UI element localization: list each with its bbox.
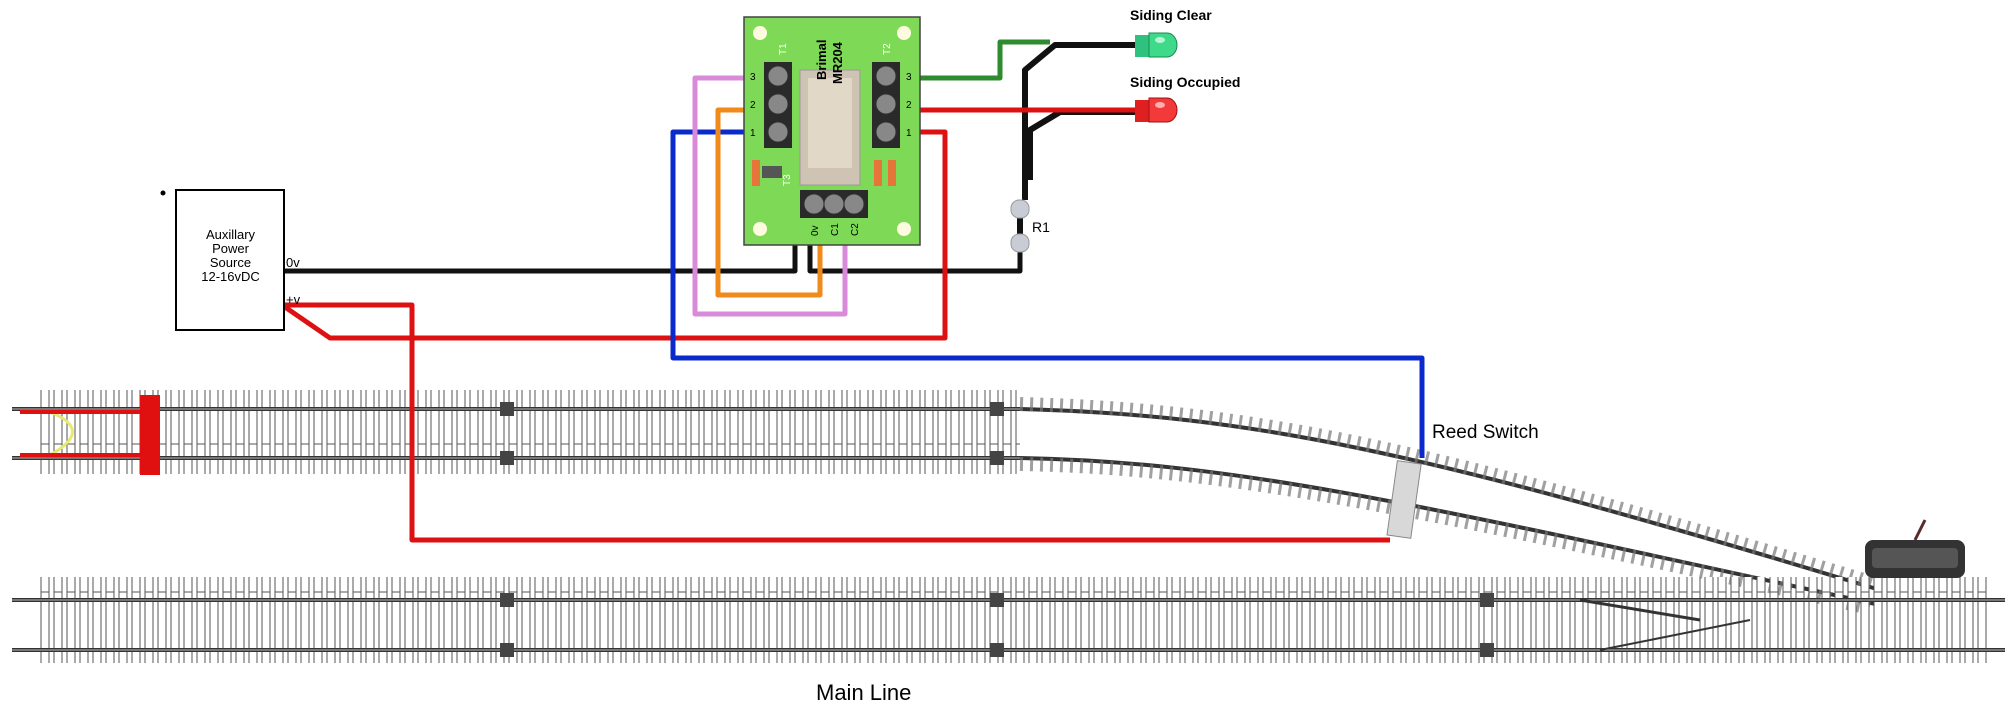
board-brand: Brimal <box>814 40 829 80</box>
r1-label: R1 <box>1032 219 1050 235</box>
power-source-line-2: Power <box>212 241 249 256</box>
board-pin-c1: C1 <box>830 223 841 236</box>
board-left-pin-1: 1 <box>750 128 756 139</box>
board-right-pin-3: 3 <box>906 72 912 83</box>
siding-track <box>12 390 1883 617</box>
point-motor <box>1865 519 1965 578</box>
power-terminal-positive: +v <box>286 292 301 307</box>
power-source-line-1: Auxillary <box>205 227 256 242</box>
siding-occupied-label: Siding Occupied <box>1130 74 1241 90</box>
power-terminal-0v: 0v <box>286 255 300 270</box>
red-wire-to-board <box>280 129 948 341</box>
board-left-pin-3: 3 <box>750 72 756 83</box>
reed-switch-sensor <box>1386 460 1422 539</box>
orange-wire <box>715 107 823 298</box>
pink-wire <box>692 75 848 317</box>
led-clear-icon <box>1135 32 1178 58</box>
power-source <box>160 189 285 331</box>
power-source-line-3: Source <box>209 255 252 270</box>
main-line-track <box>12 577 2005 663</box>
led-occupied-icon <box>1135 97 1178 123</box>
siding-clear-label: Siding Clear <box>1130 7 1212 23</box>
power-source-line-4: 12-16vDC <box>201 269 260 284</box>
board-right-pin-2: 2 <box>906 100 912 111</box>
board-pin-0v: 0v <box>810 225 821 236</box>
green-wire-clear <box>907 39 1050 81</box>
buffer-stop <box>20 395 160 475</box>
board-pin-c2: C2 <box>850 223 861 236</box>
power-source-text: Auxillary Power Source 12-16vDC <box>178 228 283 284</box>
black-wire-clear-led <box>1022 42 1135 200</box>
red-wire-to-track <box>282 302 1390 543</box>
board-right-pin-1: 1 <box>906 128 912 139</box>
board-t2-label: T2 <box>882 43 893 55</box>
reed-switch-label: Reed Switch <box>1432 422 1539 443</box>
board-t1-label: T1 <box>778 43 789 55</box>
black-wire-occupied-led <box>1027 109 1135 180</box>
board-model: MR204 <box>830 41 845 84</box>
main-line-label: Main Line <box>816 680 912 705</box>
relay-board <box>743 16 921 246</box>
board-t3-label: T3 <box>782 174 793 186</box>
blue-wire-reed <box>670 129 1425 458</box>
resistor-r1 <box>1010 199 1030 253</box>
board-left-pin-2: 2 <box>750 100 756 111</box>
